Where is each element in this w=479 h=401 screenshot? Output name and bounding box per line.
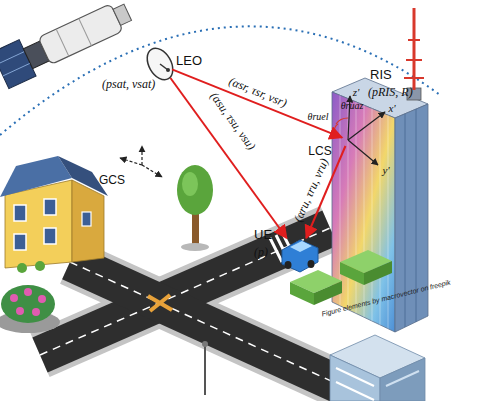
flower-bush <box>32 308 40 316</box>
office-building <box>330 355 380 401</box>
tree <box>182 172 198 196</box>
node-parameters: (p) <box>254 246 268 258</box>
gcs-axes <box>142 165 162 177</box>
hedges <box>314 281 342 305</box>
satellite <box>0 0 178 89</box>
house <box>72 180 104 262</box>
house <box>17 263 27 273</box>
flower-bush <box>0 285 60 333</box>
office-building <box>336 368 374 386</box>
lcs-axes <box>336 118 348 124</box>
satellite <box>38 4 123 65</box>
network-node: RIS(pRIS, R) <box>342 134 354 146</box>
lamp-post <box>202 341 208 347</box>
car <box>282 240 318 272</box>
flower-bush <box>38 295 46 303</box>
office-building <box>380 358 425 401</box>
satellite <box>79 18 92 45</box>
hedges <box>340 262 364 285</box>
lcs-axes <box>348 112 385 140</box>
credit-watermark: Figure elements by macrovector on freepi… <box>321 279 451 318</box>
ris-building <box>364 105 365 317</box>
office-building <box>330 335 425 401</box>
ris-building <box>332 8 428 332</box>
angle-label: θruel <box>307 112 328 122</box>
lcs-axes <box>348 140 378 165</box>
signal-path <box>172 69 342 137</box>
car <box>285 261 292 269</box>
satellite <box>0 0 136 89</box>
office-building <box>386 371 419 386</box>
house <box>5 180 72 268</box>
gcs-axes <box>141 146 142 165</box>
office-building <box>336 382 374 400</box>
ris-building <box>404 77 424 79</box>
ris-building <box>408 39 420 41</box>
tree <box>177 165 213 215</box>
network-node: LEO(psat, vsat) <box>150 52 172 78</box>
node-name: UE <box>254 228 272 241</box>
car <box>282 240 318 272</box>
satellite <box>166 68 170 72</box>
node-name: RIS <box>370 68 392 81</box>
house <box>44 228 56 244</box>
channel-parameters: (αsu, τsu, νsu) <box>208 90 258 152</box>
ris-building <box>340 95 341 305</box>
axis-label: z' <box>353 87 360 98</box>
lamp-post <box>202 341 208 395</box>
hedges <box>290 282 314 305</box>
tree <box>177 165 213 251</box>
node-parameters: (psat, vsat) <box>102 78 155 90</box>
flower-bush <box>1 285 55 323</box>
house <box>82 212 91 226</box>
node-name: LEO <box>176 54 202 67</box>
node-parameters: (pRIS, R) <box>368 86 413 98</box>
frame-label: LCS <box>308 145 331 157</box>
tree <box>181 243 209 251</box>
hedges <box>364 261 392 285</box>
satellite <box>113 4 131 25</box>
satellite <box>0 51 25 64</box>
ris-building <box>372 109 373 322</box>
house <box>35 261 45 271</box>
lamp-post <box>204 345 206 395</box>
ris-building <box>406 59 422 61</box>
roads <box>148 296 172 310</box>
lcs-axes <box>334 96 385 165</box>
network-node: UE(p) <box>280 238 318 272</box>
gcs-axes <box>120 158 142 165</box>
house <box>14 234 26 250</box>
house <box>14 205 26 221</box>
ris-building <box>380 112 381 325</box>
gcs-axes <box>120 146 162 177</box>
house <box>44 199 56 215</box>
house <box>0 156 72 197</box>
axis-label: x' <box>388 103 395 114</box>
flower-bush <box>16 307 24 315</box>
car <box>290 241 312 252</box>
frame-label: GCS <box>99 174 125 186</box>
satellite <box>3 63 30 76</box>
flower-bush <box>10 294 18 302</box>
angle-label: θruaz <box>341 101 364 111</box>
flower-bush <box>24 288 32 296</box>
house <box>0 156 108 273</box>
lcs-axes <box>334 124 338 134</box>
satellite <box>56 29 69 56</box>
roads <box>150 295 170 311</box>
channel-parameters: (αsr, τsr, νsr) <box>227 75 288 109</box>
car <box>308 260 315 268</box>
channel-parameters: (αru, τru, νru) <box>292 157 331 224</box>
axis-label: y' <box>382 165 389 176</box>
